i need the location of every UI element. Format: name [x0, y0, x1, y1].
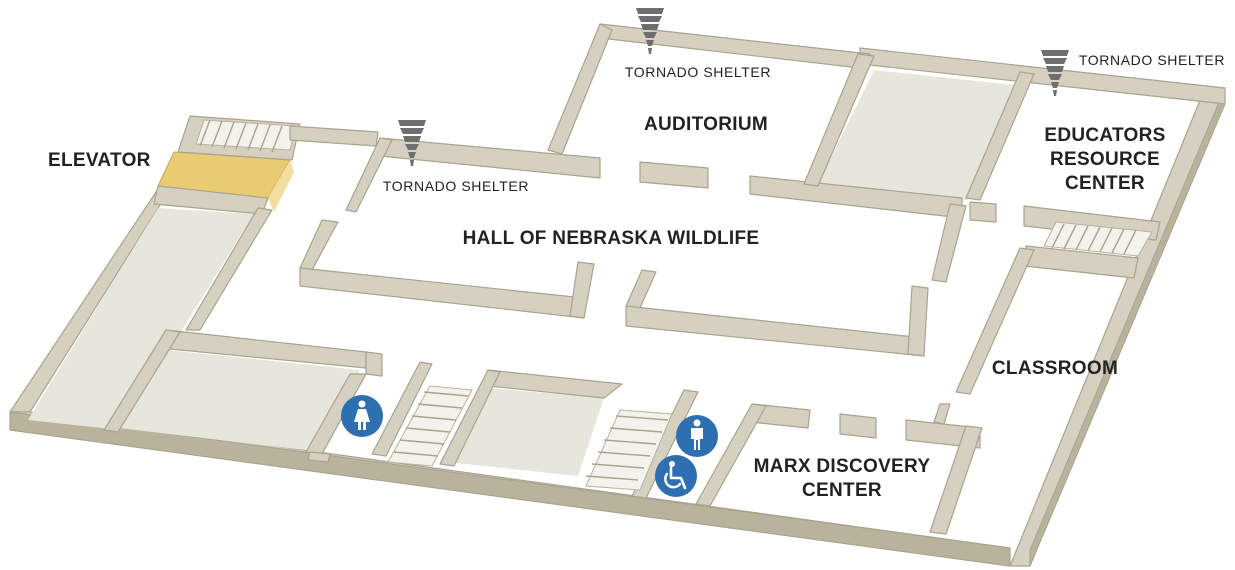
stairs-top-left — [177, 115, 301, 161]
stairs-center-right — [585, 409, 673, 491]
shelter-labels: TORNADO SHELTER TORNADO SHELTER TORNADO … — [383, 52, 1225, 194]
room-label-educators-1: EDUCATORS — [1044, 125, 1165, 146]
stairs-center-left — [387, 385, 473, 467]
room-labels: ELEVATOR AUDITORIUM HALL OF NEBRASKA WIL… — [48, 114, 1165, 501]
room-label-auditorium: AUDITORIUM — [644, 114, 768, 135]
elevator-block — [153, 151, 294, 215]
wheelchair-accessible-icon[interactable] — [655, 455, 697, 497]
room-label-educators-2: RESOURCE — [1050, 149, 1160, 170]
room-label-hall: HALL OF NEBRASKA WILDLIFE — [463, 228, 760, 249]
room-label-marx-2: CENTER — [802, 480, 882, 501]
shelter-label-auditorium: TORNADO SHELTER — [625, 64, 771, 80]
room-label-elevator: ELEVATOR — [48, 150, 151, 171]
room-label-marx-1: MARX DISCOVERY — [754, 456, 931, 477]
tornado-icon — [1041, 50, 1069, 96]
stairs-educators — [1043, 221, 1153, 257]
men-restroom-icon[interactable] — [676, 415, 718, 457]
room-label-classroom: CLASSROOM — [992, 358, 1118, 379]
shelter-label-educators: TORNADO SHELTER — [1079, 52, 1225, 68]
shelter-label-hall: TORNADO SHELTER — [383, 178, 529, 194]
outer-walls — [9, 23, 1226, 567]
room-label-educators-3: CENTER — [1065, 173, 1145, 194]
room-fills — [28, 70, 1024, 476]
interior-walls — [103, 53, 1161, 535]
tornado-icon — [398, 120, 426, 166]
tornado-icon — [636, 8, 664, 54]
women-restroom-icon[interactable] — [341, 395, 383, 437]
